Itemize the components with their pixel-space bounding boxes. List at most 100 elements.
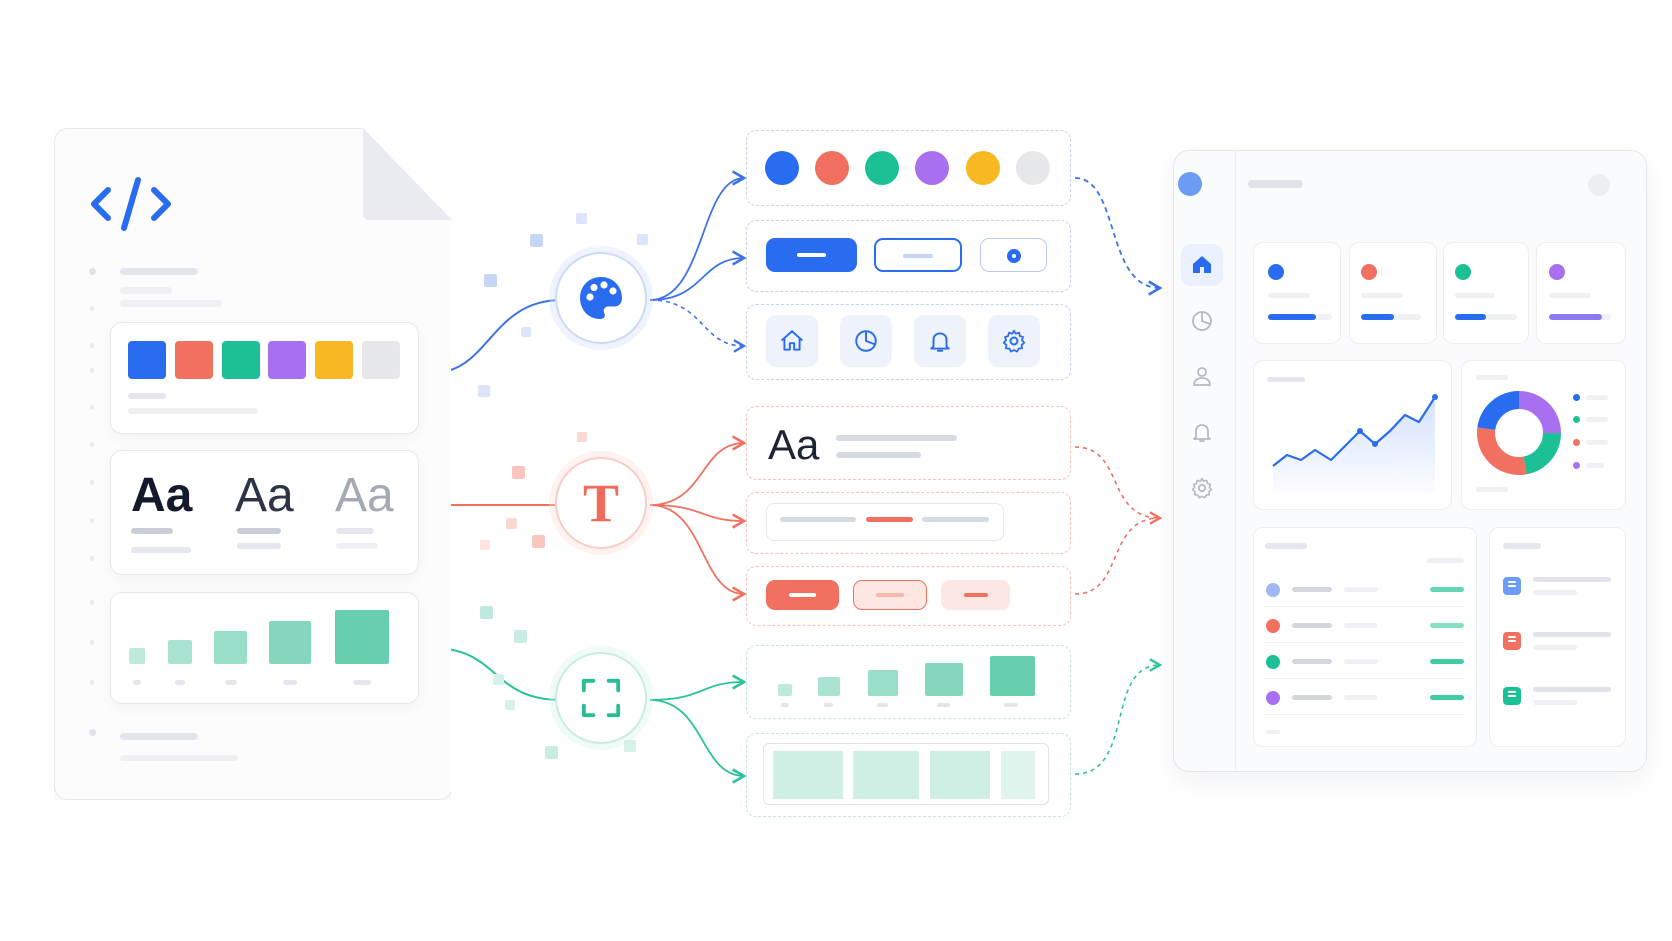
placeholder-line [937,703,950,707]
activity-list-card[interactable] [1253,527,1477,747]
icon-button-sample [980,238,1047,272]
placeholder-line [283,680,297,685]
gutter-tick [90,556,94,561]
row-indicator [1266,583,1280,597]
gear-icon-tile [988,315,1040,367]
home-icon-tile [766,315,818,367]
placeholder-line [128,393,166,399]
placeholder-line [877,703,888,707]
connector-heading-panel [649,435,747,506]
donut-segment [1477,391,1561,475]
ghost-button-sample [941,580,1010,610]
pixel-particle [624,740,636,752]
placeholder-line [120,300,222,307]
line-chart-point [1432,394,1438,400]
typography-tokens-card [110,450,419,575]
gutter-tick [90,306,94,311]
placeholder-line [1586,463,1604,468]
swatch-blue [128,341,166,379]
placeholder-line [1268,293,1310,298]
line-chart-area [1273,397,1435,492]
table-row[interactable] [1265,610,1465,643]
sidebar-item-users[interactable] [1181,355,1223,397]
spacing-block-lg [925,663,963,696]
placeholder-line [131,528,173,534]
placeholder-line [1292,623,1332,628]
dashboard-title-placeholder [1248,180,1303,188]
placeholder-line [120,755,238,761]
row-status [1430,659,1464,664]
gutter-tick [90,680,94,685]
pixel-particle [514,630,527,643]
placeholder-line [1476,375,1508,380]
placeholder-line [780,517,856,522]
table-row[interactable] [1265,574,1465,607]
sidebar-item-home[interactable] [1181,244,1223,286]
pixel-particle [505,700,515,710]
pixel-particle [532,535,545,548]
gutter-tick [90,368,94,373]
gutter-tick [90,442,94,447]
gutter-tick [90,600,94,605]
placeholder-line [1503,543,1541,549]
row-indicator [1266,619,1280,633]
avatar[interactable] [1178,172,1202,196]
gutter-dot [89,268,96,275]
color-dot-blue [765,151,799,185]
table-row[interactable] [1265,682,1465,715]
placeholder-line [1267,377,1305,382]
placeholder-line [824,703,833,707]
color-dot-gray [1016,151,1050,185]
spacing-block-lg [269,621,311,664]
home-icon [1193,256,1211,273]
placeholder-line [1533,700,1577,705]
legend-marker-teal [1573,416,1580,423]
primary-button-sample [766,238,857,272]
sidebar-item-notifications[interactable] [1181,411,1223,453]
line-chart-point [1372,441,1378,447]
kpi-indicator [1361,264,1377,280]
table-row[interactable] [1265,646,1465,679]
user-icon [1193,367,1211,386]
row-status [1430,587,1464,592]
placeholder-line [120,287,172,294]
connector-icon-panel [649,299,747,353]
heading-specimen: Aa [768,421,820,468]
connector-to-dashboard-red-2 [1074,517,1161,595]
placeholder-line [1586,395,1608,400]
connector-button-panel [649,250,747,301]
pixel-particle [577,432,587,442]
placeholder-line [1344,659,1378,664]
placeholder-line [866,517,913,522]
pixel-particle [478,385,490,397]
sidebar-item-analytics[interactable] [1181,300,1223,342]
pixel-particle [545,746,558,759]
placeholder-line [131,547,191,553]
pixel-particle [512,466,525,479]
placeholder-line [1344,587,1378,592]
swatch-gray [362,341,400,379]
pie-icon-tile [840,315,892,367]
connector-to-dashboard-blue [1074,177,1163,296]
text-input-sample [766,503,1004,541]
profile-menu-icon[interactable] [1588,174,1610,196]
legend-marker-blue [1573,394,1580,401]
placeholder-line [1586,440,1608,445]
type-specimen-regular: Aa [235,469,294,522]
row-indicator [1266,691,1280,705]
outline-button-sample [874,238,962,272]
sidebar-item-settings[interactable] [1181,467,1223,509]
spacing-block-md [868,670,898,696]
grid-column [1001,751,1035,799]
placeholder-line [1361,293,1403,298]
color-dot-amber [966,151,1000,185]
row-indicator [1266,655,1280,669]
pixel-particle [530,234,543,247]
gutter-tick [90,405,94,410]
placeholder-line [1344,695,1378,700]
heading-style-panel [746,406,1071,480]
gutter-tick [90,480,94,485]
donut-segment [1477,391,1561,475]
placeholder-line [1533,645,1577,650]
danger-button-sample [766,580,839,610]
